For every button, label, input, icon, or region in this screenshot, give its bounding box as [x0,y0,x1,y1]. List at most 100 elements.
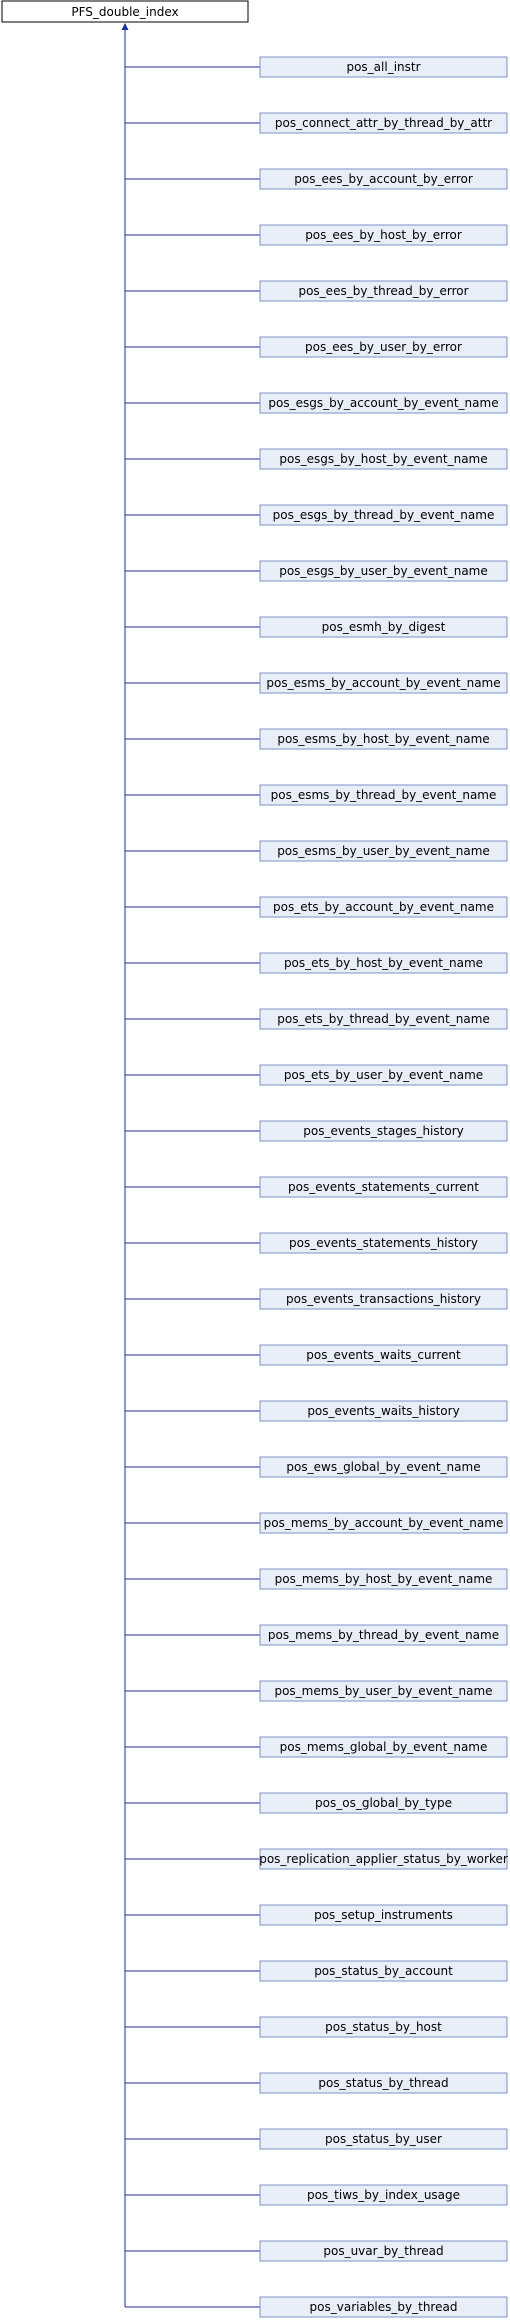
derived-class-node[interactable]: pos_ets_by_user_by_event_name [259,1064,508,1086]
derived-class-label: pos_events_transactions_history [286,1292,481,1306]
derived-class-box [259,1400,508,1422]
derived-class-box [259,2072,508,2094]
derived-class-node[interactable]: pos_status_by_thread [259,2072,508,2094]
derived-class-node[interactable]: pos_status_by_account [259,1960,508,1982]
derived-class-node[interactable]: pos_esms_by_thread_by_event_name [259,784,508,806]
derived-class-node[interactable]: pos_os_global_by_type [259,1792,508,1814]
derived-class-node[interactable]: pos_mems_by_account_by_event_name [259,1512,508,1534]
derived-class-box [259,1512,508,1534]
derived-class-node[interactable]: pos_ees_by_user_by_error [259,336,508,358]
derived-class-label: pos_ews_global_by_event_name [286,1460,480,1474]
derived-class-node[interactable]: pos_esgs_by_host_by_event_name [259,448,508,470]
derived-class-node[interactable]: pos_ees_by_account_by_error [259,168,508,190]
derived-class-box [259,504,508,526]
derived-class-node[interactable]: pos_esgs_by_user_by_event_name [259,560,508,582]
derived-class-node[interactable]: pos_ees_by_thread_by_error [259,280,508,302]
derived-class-box [259,56,508,78]
derived-class-node[interactable]: pos_variables_by_thread [259,2296,508,2318]
derived-class-node[interactable]: pos_esms_by_host_by_event_name [259,728,508,750]
derived-class-node[interactable]: pos_mems_by_host_by_event_name [259,1568,508,1590]
derived-class-box [259,1680,508,1702]
derived-class-box [259,112,508,134]
derived-class-label: pos_variables_by_thread [310,2300,458,2314]
derived-class-label: pos_mems_by_thread_by_event_name [268,1628,499,1642]
derived-class-label: pos_esgs_by_host_by_event_name [279,452,487,466]
derived-class-box [259,1568,508,1590]
derived-class-box [259,1008,508,1030]
derived-class-node[interactable]: pos_status_by_user [259,2128,508,2150]
derived-class-node[interactable]: pos_mems_by_thread_by_event_name [259,1624,508,1646]
derived-class-box [259,616,508,638]
derived-class-node[interactable]: pos_status_by_host [259,2016,508,2038]
derived-class-label: pos_setup_instruments [314,1908,453,1922]
derived-class-box [259,392,508,414]
derived-class-node[interactable]: pos_replication_applier_status_by_worker [259,1848,508,1870]
derived-class-label: pos_mems_by_host_by_event_name [275,1572,493,1586]
derived-class-node[interactable]: pos_ews_global_by_event_name [259,1456,508,1478]
derived-class-node[interactable]: pos_tiws_by_index_usage [259,2184,508,2206]
derived-class-label: pos_events_statements_current [288,1180,479,1194]
derived-class-box [259,2184,508,2206]
derived-class-box [259,1120,508,1142]
inheritance-edges [121,23,260,2308]
base-class-box [1,0,249,23]
derived-class-node[interactable]: pos_mems_by_user_by_event_name [259,1680,508,1702]
derived-class-label: pos_mems_by_user_by_event_name [274,1684,492,1698]
derived-class-box [259,672,508,694]
derived-class-label: pos_events_stages_history [303,1124,463,1138]
derived-class-label: pos_mems_global_by_event_name [280,1740,488,1754]
derived-class-box [259,2016,508,2038]
derived-class-nodes: pos_all_instr pos_connect_attr_by_thread_… [259,56,508,2318]
derived-class-box [259,560,508,582]
derived-class-node[interactable]: pos_ets_by_host_by_event_name [259,952,508,974]
derived-class-label: pos_esms_by_user_by_event_name [277,844,490,858]
derived-class-label: pos_connect_attr_by_thread_by_attr [275,116,492,130]
derived-class-label: pos_mems_by_account_by_event_name [264,1516,504,1530]
derived-class-node[interactable]: pos_events_statements_history [259,1232,508,1254]
derived-class-box [259,1792,508,1814]
derived-class-box [259,1064,508,1086]
derived-class-node[interactable]: pos_events_waits_history [259,1400,508,1422]
derived-class-node[interactable]: pos_events_statements_current [259,1176,508,1198]
derived-class-box [259,1232,508,1254]
derived-class-node[interactable]: pos_uvar_by_thread [259,2240,508,2262]
derived-class-node[interactable]: pos_esms_by_user_by_event_name [259,840,508,862]
derived-class-label: pos_ees_by_user_by_error [305,340,462,354]
derived-class-node[interactable]: pos_setup_instruments [259,1904,508,1926]
derived-class-label: pos_esms_by_thread_by_event_name [271,788,497,802]
derived-class-label: pos_ets_by_host_by_event_name [284,956,483,970]
derived-class-node[interactable]: pos_esms_by_account_by_event_name [259,672,508,694]
derived-class-box [259,840,508,862]
derived-class-box [259,336,508,358]
derived-class-node[interactable]: pos_ets_by_thread_by_event_name [259,1008,508,1030]
derived-class-node[interactable]: pos_connect_attr_by_thread_by_attr [259,112,508,134]
derived-class-label: pos_ees_by_host_by_error [305,228,462,242]
derived-class-box [259,728,508,750]
base-class-label: PFS_double_index [71,5,178,19]
derived-class-node[interactable]: pos_ets_by_account_by_event_name [259,896,508,918]
derived-class-node[interactable]: pos_mems_global_by_event_name [259,1736,508,1758]
derived-class-box [259,224,508,246]
base-class-node[interactable]: PFS_double_index [1,0,249,23]
derived-class-node[interactable]: pos_ees_by_host_by_error [259,224,508,246]
derived-class-node[interactable]: pos_esmh_by_digest [259,616,508,638]
derived-class-node[interactable]: pos_esgs_by_account_by_event_name [259,392,508,414]
derived-class-box [259,448,508,470]
derived-class-box [259,1736,508,1758]
derived-class-node[interactable]: pos_esgs_by_thread_by_event_name [259,504,508,526]
derived-class-node[interactable]: pos_all_instr [259,56,508,78]
derived-class-label: pos_esgs_by_account_by_event_name [268,396,498,410]
inheritance-arrowhead [121,23,129,30]
derived-class-label: pos_esgs_by_thread_by_event_name [273,508,495,522]
derived-class-node[interactable]: pos_events_transactions_history [259,1288,508,1310]
derived-class-label: pos_status_by_thread [318,2076,448,2090]
derived-class-box [259,1624,508,1646]
derived-class-node[interactable]: pos_events_stages_history [259,1120,508,1142]
derived-class-label: pos_esms_by_host_by_event_name [277,732,489,746]
derived-class-box [259,1176,508,1198]
derived-class-label: pos_ees_by_thread_by_error [298,284,468,298]
derived-class-label: pos_all_instr [346,60,420,74]
derived-class-node[interactable]: pos_events_waits_current [259,1344,508,1366]
derived-class-box [259,2240,508,2262]
